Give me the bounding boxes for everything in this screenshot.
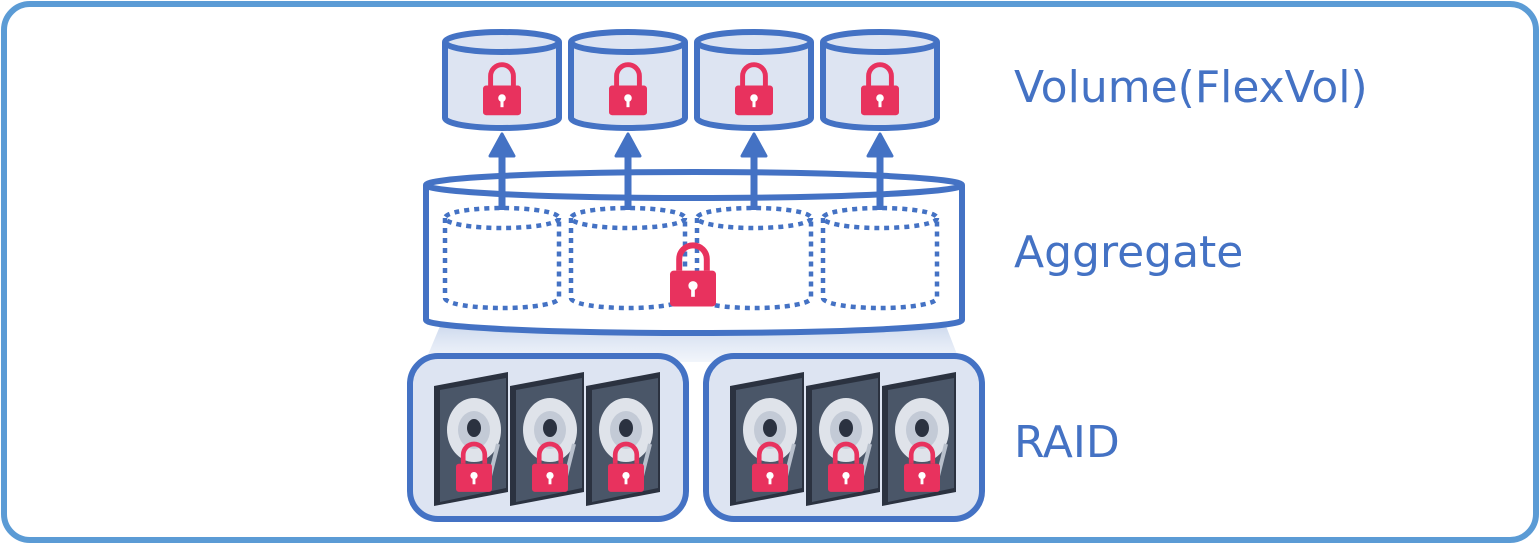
padlock-icon bbox=[735, 62, 773, 116]
padlock-icon bbox=[752, 441, 788, 492]
padlock-icon bbox=[456, 441, 492, 492]
volume-cylinder bbox=[820, 29, 940, 131]
volume-cylinder bbox=[568, 29, 688, 131]
padlock-icon bbox=[670, 242, 716, 307]
arrow-up-icon bbox=[740, 132, 768, 210]
padlock-icon bbox=[670, 242, 716, 307]
aggregate-slot bbox=[820, 205, 940, 311]
padlock-icon bbox=[828, 441, 864, 492]
hard-disk-icon bbox=[434, 372, 508, 506]
arrow-up-icon bbox=[866, 132, 894, 210]
volume-layer-label: Volume(FlexVol) bbox=[1014, 62, 1368, 113]
arrow-up-icon bbox=[488, 132, 516, 210]
aggregate-layer-label: Aggregate bbox=[1014, 227, 1244, 278]
arrow-up-icon bbox=[614, 132, 642, 210]
volume-layer bbox=[442, 29, 940, 131]
volume-cylinder bbox=[694, 29, 814, 131]
aggregate-slot bbox=[442, 205, 562, 311]
padlock-icon bbox=[608, 441, 644, 492]
hard-disk-icon bbox=[730, 372, 804, 506]
aggregate-layer bbox=[423, 169, 965, 336]
padlock-icon bbox=[861, 62, 899, 116]
volume-cylinder bbox=[442, 29, 562, 131]
padlock-icon bbox=[904, 441, 940, 492]
raid-layer-label: RAID bbox=[1014, 417, 1120, 468]
raid-layer bbox=[407, 353, 985, 522]
padlock-icon bbox=[609, 62, 647, 116]
hard-disk-icon bbox=[586, 372, 660, 506]
padlock-icon bbox=[532, 441, 568, 492]
hard-disk-icon bbox=[806, 372, 880, 506]
hard-disk-icon bbox=[882, 372, 956, 506]
hard-disk-icon bbox=[510, 372, 584, 506]
aggregate-slot bbox=[694, 205, 814, 311]
volume-arrows bbox=[488, 132, 894, 210]
padlock-icon bbox=[483, 62, 521, 116]
aggregate-cylinder-top bbox=[423, 169, 965, 201]
